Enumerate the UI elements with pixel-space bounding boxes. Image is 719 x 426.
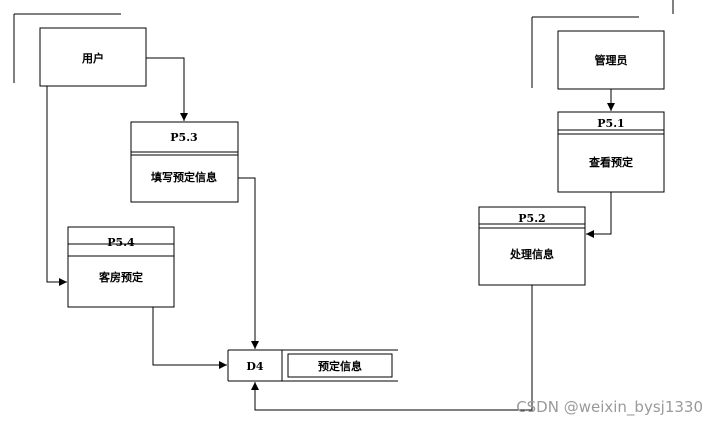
- process-p5-1[interactable]: P5.1 查看预定: [557, 111, 665, 193]
- entity-admin[interactable]: 管理员: [557, 30, 665, 90]
- flow-user-to-p5-3: [146, 57, 188, 121]
- flow-p5-2-to-d4: [251, 285, 533, 411]
- flow-p5-3-to-d4: [238, 177, 259, 349]
- flow-p5-1-to-p5-2: [586, 192, 612, 238]
- process-p5-2-id: P5.2: [518, 212, 545, 225]
- process-p5-3[interactable]: P5.3 填写预定信息: [130, 121, 239, 203]
- watermark: CSDN @weixin_bysj1330: [516, 398, 703, 417]
- flow-user-to-p5-4: [46, 86, 67, 286]
- process-p5-2[interactable]: P5.2 处理信息: [478, 206, 586, 286]
- process-p5-2-name: 处理信息: [509, 247, 554, 261]
- datastore-d4-name: 预定信息: [318, 359, 362, 373]
- process-p5-3-name: 填写预定信息: [151, 170, 217, 184]
- datastore-d4[interactable]: D4 预定信息: [227, 349, 398, 382]
- process-p5-1-name: 查看预定: [589, 155, 633, 169]
- entity-user[interactable]: 用户: [39, 27, 147, 87]
- datastore-d4-id: D4: [246, 360, 264, 373]
- process-p5-1-id: P5.1: [597, 117, 624, 130]
- page-corner-marks: [13, 0, 674, 88]
- process-p5-3-id: P5.3: [170, 131, 197, 144]
- flow-p5-4-to-d4: [152, 307, 227, 369]
- process-p5-4-id: P5.4: [107, 236, 135, 249]
- entity-user-label: 用户: [82, 51, 104, 65]
- entity-admin-label: 管理员: [595, 53, 628, 67]
- process-p5-4[interactable]: P5.4 客房预定: [67, 226, 175, 308]
- process-p5-4-name: 客房预定: [98, 270, 143, 284]
